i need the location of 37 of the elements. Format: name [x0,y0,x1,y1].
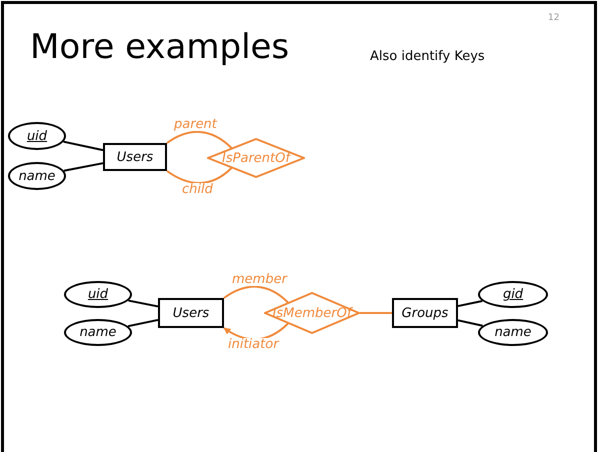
connector-line [64,162,104,172]
page-number: 12 [548,14,560,23]
node-label: gid [502,287,524,302]
connector-line [166,167,232,184]
node-label: name [80,325,116,340]
node-label: Users [116,150,154,164]
connector-line [128,318,158,328]
connector-line [166,131,232,149]
connector-line [360,312,392,314]
node-label: IsMemberOf [272,306,352,320]
slide-title: More examples [30,30,290,64]
attribute-ellipse [8,162,66,190]
connector-line [458,319,483,327]
node-label: IsParentOf [222,150,290,166]
node-label: uid [26,128,48,144]
entity-box [392,298,458,328]
connector-line [128,300,158,308]
edge-label: parent [174,118,217,131]
node-label: Users [172,306,210,320]
note: Also identify Keys [370,50,485,63]
attribute-ellipse [478,319,548,346]
entity-box [103,143,167,171]
node-label: name [494,325,532,340]
edge-label: member [232,273,287,286]
edge-label: initiator [228,338,279,351]
edge-label: child [182,183,213,196]
key-attribute-ellipse [478,281,548,308]
connector-line [458,300,482,308]
node-label: uid [88,287,108,302]
connector-line [63,140,104,152]
node-label: Groups [402,306,448,320]
key-attribute-ellipse [8,122,66,150]
attribute-ellipse [64,319,132,346]
entity-box [158,298,224,328]
key-attribute-ellipse [64,281,132,308]
node-label: name [18,168,56,184]
connector-line [223,286,289,304]
